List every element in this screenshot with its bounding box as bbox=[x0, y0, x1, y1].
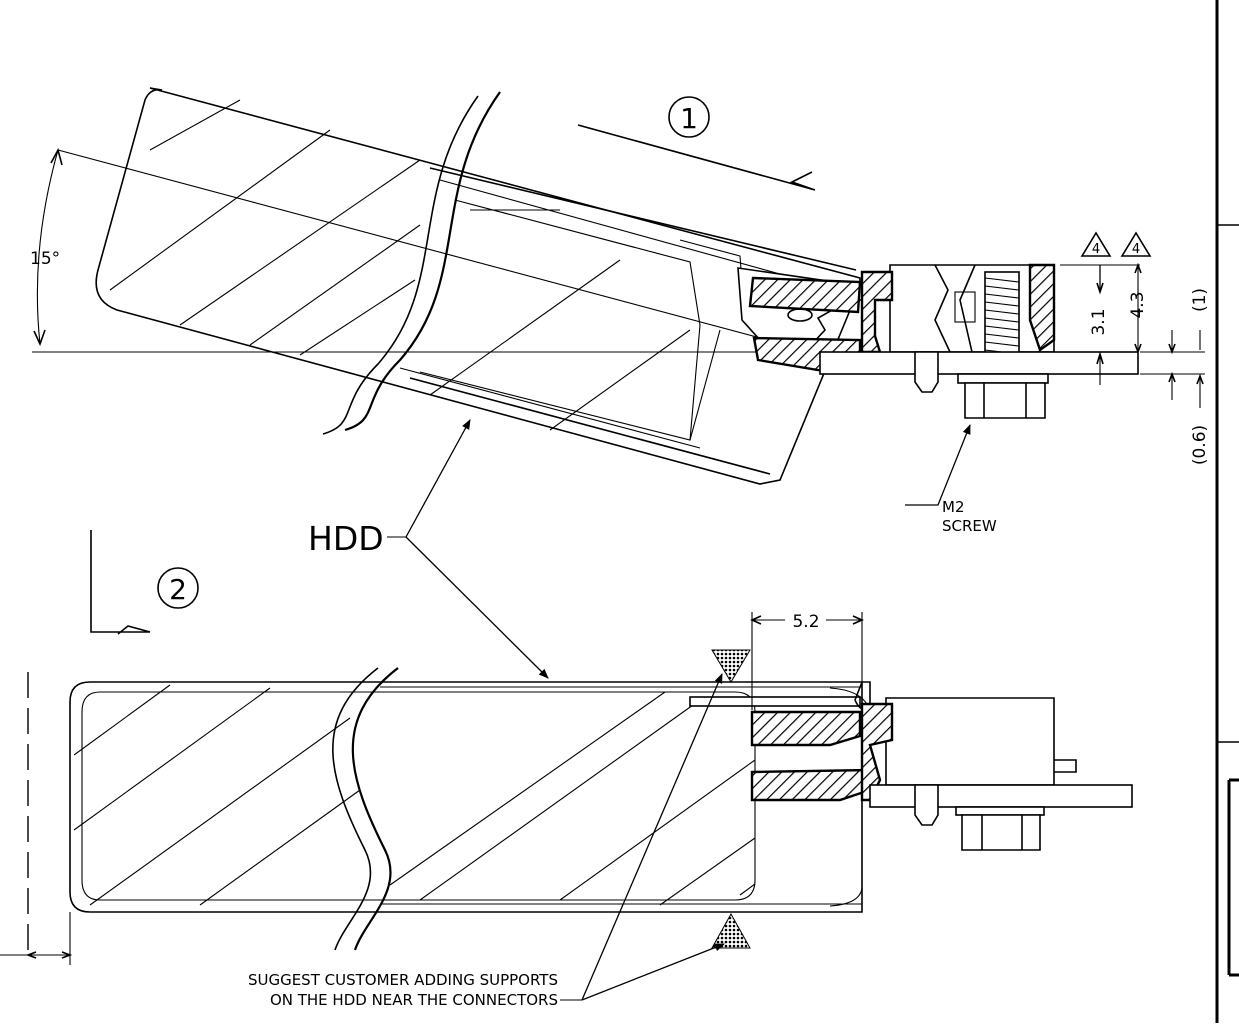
support-marker-top bbox=[711, 649, 751, 683]
screw-leader bbox=[905, 424, 971, 506]
view-1-direction-arrow bbox=[577, 124, 816, 191]
note-leader-bottom bbox=[581, 943, 725, 1001]
hdd-body-hatching bbox=[109, 99, 691, 431]
view-1-number: 1 bbox=[680, 102, 698, 135]
angle-label: 15° bbox=[30, 249, 60, 269]
dim-total-label: 4.3 bbox=[1128, 291, 1148, 318]
revision-triangle-right bbox=[1120, 231, 1152, 257]
screw-label-line2: SCREW bbox=[942, 517, 997, 535]
seated-board-connector bbox=[885, 697, 1055, 786]
support-note: SUGGEST CUSTOMER ADDING SUPPORTS ON THE … bbox=[248, 673, 725, 1009]
dim-offset-label: 5.2 bbox=[792, 612, 819, 632]
hdd-body-tilted bbox=[95, 87, 861, 485]
dim-gap-top-label: (1) bbox=[1190, 288, 1210, 312]
svg-text:4: 4 bbox=[1132, 242, 1140, 257]
seated-screw-head bbox=[961, 814, 1041, 851]
view-2-number: 2 bbox=[169, 573, 187, 606]
seated-connector-lower bbox=[750, 768, 872, 802]
hdd-callout: HDD bbox=[308, 419, 549, 679]
pcb-board bbox=[819, 351, 1139, 375]
hdd-seated-hatching bbox=[73, 684, 756, 906]
m2-screw-head bbox=[964, 382, 1046, 419]
tilted-reference-line bbox=[57, 149, 881, 371]
support-marker-bottom bbox=[711, 912, 751, 949]
view-2-direction-arrow bbox=[90, 530, 151, 635]
view-1-marker bbox=[668, 96, 710, 138]
note-line-2: ON THE HDD NEAR THE CONNECTORS bbox=[270, 991, 558, 1009]
revision-triangle-left bbox=[1080, 231, 1112, 257]
connector-pin-housing-upper bbox=[748, 276, 862, 314]
note-line-1: SUGGEST CUSTOMER ADDING SUPPORTS bbox=[248, 971, 558, 989]
hdd-label: HDD bbox=[308, 519, 384, 558]
hdd-body-seated bbox=[69, 681, 863, 913]
view-1-tilted: 1 15° bbox=[30, 87, 1210, 535]
sheet-border bbox=[1215, 0, 1239, 1023]
screw-label-line1: M2 bbox=[942, 498, 965, 516]
angle-arc bbox=[36, 149, 59, 345]
seated-pcb bbox=[869, 784, 1133, 808]
dim-depth-label: 3.1 bbox=[1089, 308, 1109, 335]
view-2-seated: 2 bbox=[0, 530, 1133, 965]
view-2-marker bbox=[157, 567, 199, 609]
svg-text:4: 4 bbox=[1092, 242, 1100, 257]
note-leader-top bbox=[581, 673, 723, 1001]
dim-gap-bottom-label: (0.6) bbox=[1190, 425, 1210, 465]
seated-connector-upper bbox=[750, 710, 862, 747]
